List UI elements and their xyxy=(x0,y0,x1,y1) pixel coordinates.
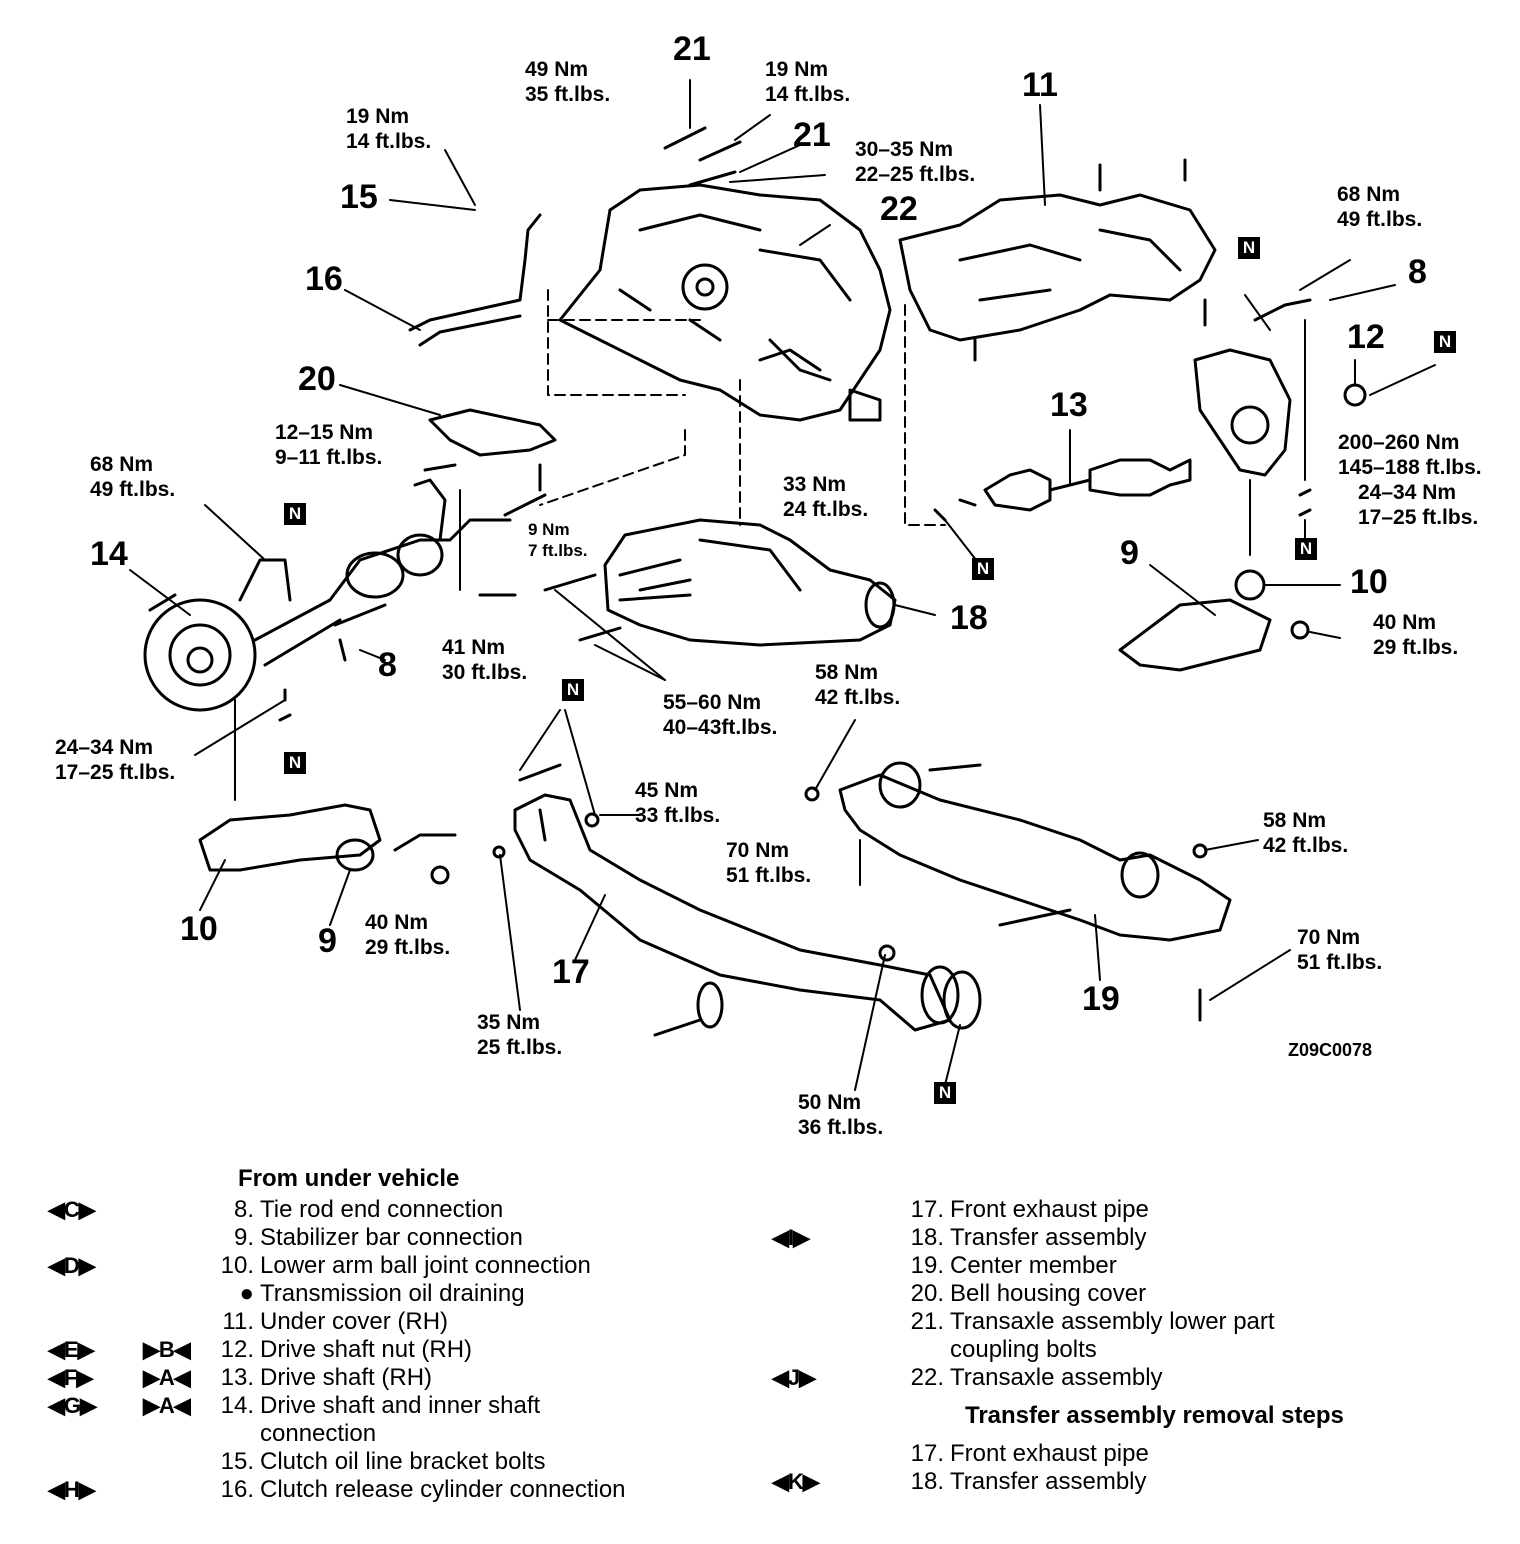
legend-item: 16.Clutch release cylinder connection xyxy=(220,1476,626,1503)
legend-item: 18.Transfer assembly xyxy=(910,1224,1147,1251)
procedure-symbol: ◀J▶ xyxy=(772,1365,816,1390)
legend-item-bullet: ●Transmission oil draining xyxy=(239,1280,525,1307)
callout-17: 17 xyxy=(552,953,590,991)
legend-item: 17.Front exhaust pipe xyxy=(910,1196,1149,1223)
non-reusable-marker: N xyxy=(972,558,994,580)
callout-8: 8 xyxy=(378,646,397,684)
legend-heading: From under vehicle xyxy=(238,1165,460,1192)
callout-19: 19 xyxy=(1082,980,1120,1018)
procedure-symbol: ▶B◀ xyxy=(143,1337,191,1362)
non-reusable-marker: N xyxy=(1295,538,1317,560)
callout-16: 16 xyxy=(305,260,343,298)
legend-item: 21.Transaxle assembly lower part xyxy=(910,1308,1275,1335)
non-reusable-marker: N xyxy=(284,503,306,525)
callout-10: 10 xyxy=(180,910,218,948)
callout-21: 21 xyxy=(793,116,831,154)
callout-20: 20 xyxy=(298,360,336,398)
legend-item: 19.Center member xyxy=(910,1252,1117,1279)
transaxle-drawing xyxy=(558,183,892,422)
legend-item: 15.Clutch oil line bracket bolts xyxy=(220,1448,546,1475)
procedure-symbol: ◀D▶ xyxy=(48,1253,96,1278)
procedure-symbol: ◀I▶ xyxy=(772,1225,810,1250)
callout-9: 9 xyxy=(1120,534,1139,572)
callout-18: 18 xyxy=(950,599,988,637)
legend-item: 10.Lower arm ball joint connection xyxy=(220,1252,591,1279)
callout-12: 12 xyxy=(1347,318,1385,356)
legend-item-continued: connection xyxy=(260,1420,377,1447)
procedure-symbol: ◀F▶ xyxy=(48,1365,93,1390)
procedure-symbol: ◀E▶ xyxy=(48,1337,95,1362)
callout-10: 10 xyxy=(1350,563,1388,601)
callout-13: 13 xyxy=(1050,386,1088,424)
callout-9: 9 xyxy=(318,922,337,960)
legend-item-continued: coupling bolts xyxy=(950,1336,1097,1363)
legend-item: 20.Bell housing cover xyxy=(910,1280,1147,1307)
procedure-symbol: ▶A◀ xyxy=(143,1365,191,1390)
callout-11: 11 xyxy=(1022,66,1058,104)
legend-item: 17.Front exhaust pipe xyxy=(910,1440,1149,1467)
callout-21: 21 xyxy=(673,30,711,68)
non-reusable-marker: N xyxy=(562,679,584,701)
legend-item: 22.Transaxle assembly xyxy=(910,1364,1163,1391)
legend-item: 9.Stabilizer bar connection xyxy=(233,1224,523,1251)
legend-item: 11.Under cover (RH) xyxy=(222,1308,449,1335)
legend-item: 13.Drive shaft (RH) xyxy=(220,1364,433,1391)
non-reusable-marker: N xyxy=(1434,331,1456,353)
procedure-symbol: ◀C▶ xyxy=(48,1197,96,1222)
non-reusable-marker: N xyxy=(284,752,306,774)
legend-item: 8.Tie rod end connection xyxy=(233,1196,504,1223)
procedure-symbol: ◀K▶ xyxy=(772,1469,820,1494)
non-reusable-marker: N xyxy=(934,1082,956,1104)
callout-14: 14 xyxy=(90,535,128,573)
legend-item: 14.Drive shaft and inner shaft xyxy=(220,1392,541,1419)
non-reusable-marker: N xyxy=(1238,237,1260,259)
procedure-symbol: ▶A◀ xyxy=(143,1393,191,1418)
callout-15: 15 xyxy=(340,178,378,216)
callout-8: 8 xyxy=(1408,253,1427,291)
legend-item: 18.Transfer assembly xyxy=(910,1468,1147,1495)
procedure-symbol: ◀H▶ xyxy=(48,1477,96,1502)
legend-subheading: Transfer assembly removal steps xyxy=(965,1402,1344,1429)
legend-item: 12.Drive shaft nut (RH) xyxy=(220,1336,473,1363)
figure-code: Z09C0078 xyxy=(1288,1040,1373,1060)
procedure-symbol: ◀G▶ xyxy=(48,1393,97,1418)
callout-22: 22 xyxy=(880,190,918,228)
